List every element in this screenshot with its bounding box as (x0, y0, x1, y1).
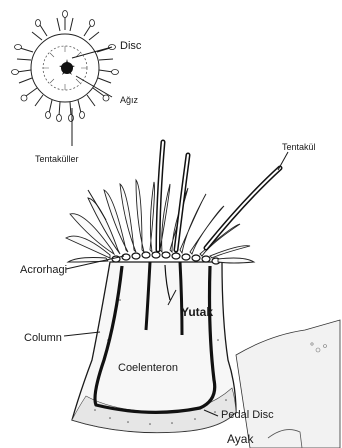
label-disc: Disc (120, 40, 142, 52)
column-leader-line (64, 332, 100, 336)
label-acrorhagi: Acrorhagi (20, 264, 67, 276)
label-tentakul: Tentakül (282, 142, 316, 152)
label-coelenteron: Coelenteron (118, 362, 178, 374)
top-view-illustration (12, 11, 119, 122)
label-ayak: Ayak (227, 432, 254, 446)
label-yutak: Yutak (181, 305, 213, 319)
label-column: Column (24, 332, 62, 344)
label-tentakuller: Tentaküller (35, 154, 79, 164)
extended-tentacles (158, 142, 280, 250)
label-agiz: Ağız (120, 95, 139, 105)
tentakul-leader-line (278, 152, 288, 170)
side-view-illustration (66, 142, 340, 448)
label-pedal-disc: Pedal Disc (221, 409, 274, 421)
